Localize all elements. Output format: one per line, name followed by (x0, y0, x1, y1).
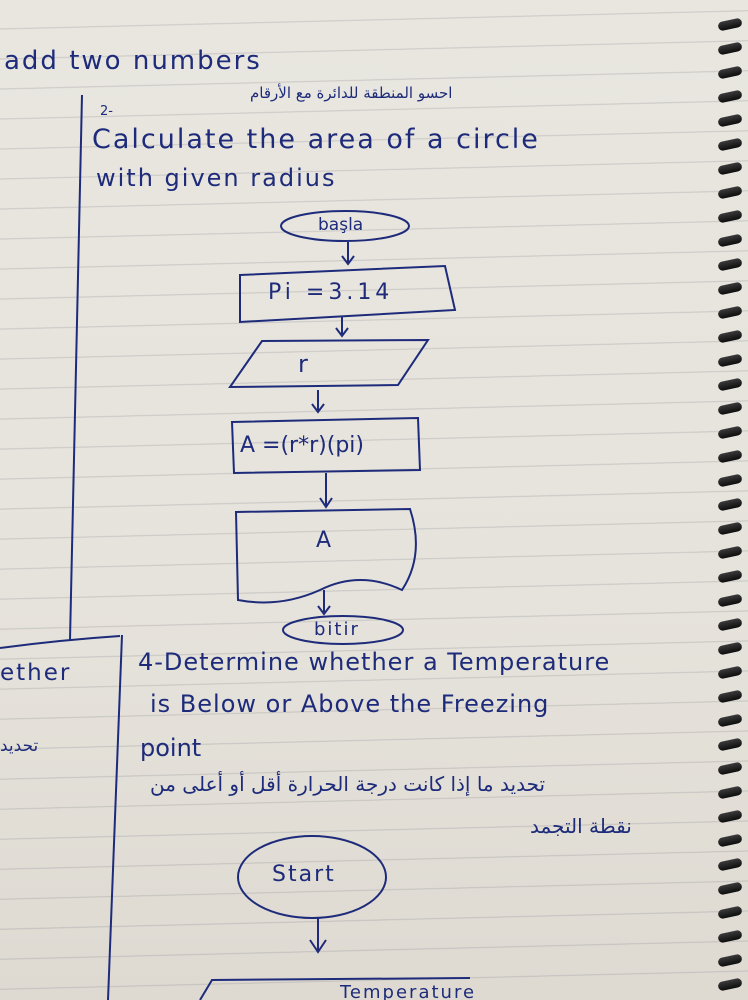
question-4-line-2: is Below or Above the Freezing (150, 690, 550, 718)
output-document-shape (234, 507, 417, 604)
margin-line-bottom (107, 634, 123, 1000)
begin-label: başla (318, 215, 364, 235)
separator-line (0, 635, 121, 649)
start-terminal (237, 835, 387, 919)
end-terminal (282, 615, 404, 645)
question-2-line-1: Calculate the area of a circle (92, 124, 540, 155)
arrow-1-head (341, 255, 355, 266)
arabic-q4-line-1: تحديد ما إذا كانت درجة الحرارة أقل أو أع… (150, 772, 546, 796)
input-parallelogram (228, 338, 430, 389)
left-margin-word-2: تحديد (0, 736, 39, 756)
arabic-q4-line-2: نقطة التجمد (530, 814, 632, 838)
question-2-number: 2- (100, 104, 113, 119)
end-label: bitir (314, 619, 360, 640)
arabic-note-1: احسو المنطقة للدائرة مع الأرقام (250, 84, 453, 102)
output-label: A (316, 528, 332, 553)
question-4-line-3: point (140, 734, 202, 762)
text-add-two-numbers: add two numbers (4, 46, 262, 76)
next-shape-fragment (199, 977, 471, 1000)
start-label: Start (272, 862, 336, 887)
compute-process-box (230, 416, 422, 475)
pi-process-box (239, 264, 457, 324)
begin-terminal (280, 210, 410, 242)
next-shape-label: Temperature (340, 982, 477, 1000)
compute-label: A =(r*r)(pi) (240, 433, 364, 458)
left-margin-word-1: ether (0, 660, 72, 686)
pi-assignment-label: Pi =3.14 (268, 280, 394, 305)
spiral-binding (700, 0, 748, 1000)
question-2-line-2: with given radius (96, 164, 337, 192)
input-r-label: r (298, 350, 308, 378)
question-4-line-1: 4-Determine whether a Temperature (138, 648, 611, 676)
margin-line-top (69, 94, 83, 641)
